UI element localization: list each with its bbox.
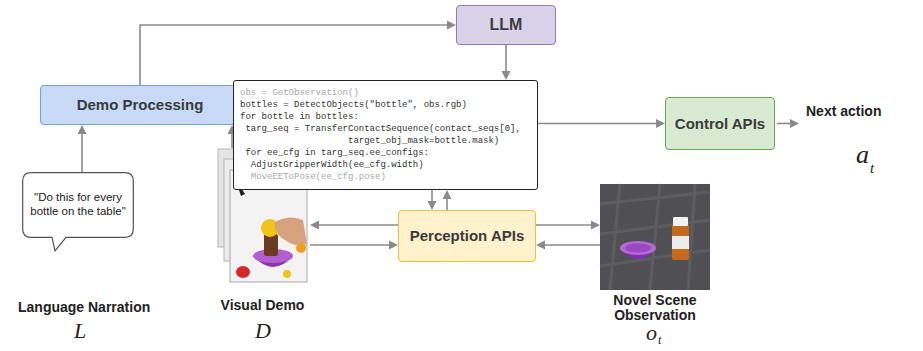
illustration-part (620, 241, 656, 255)
visual-demo-image: Visual Demo (215, 148, 310, 290)
connector-line (446, 198, 448, 210)
arrow-head (536, 241, 545, 250)
illustration-part (600, 184, 710, 290)
code-line: bottles = DetectObjects("bottle", obs.rg… (240, 99, 467, 111)
scene-image: Novel Scene Observation (600, 184, 710, 290)
arrow-head (443, 190, 452, 199)
code-line: obs = GetObservation() (240, 87, 359, 99)
connector-line (505, 45, 507, 72)
variable-symbol: D (255, 320, 271, 342)
arrow-head (591, 221, 600, 230)
box-title: Control APIs (675, 115, 765, 133)
code-box: obs = GetObservation()bottles = DetectOb… (233, 80, 538, 190)
arrow-head (790, 119, 799, 128)
connector-arrow (310, 221, 398, 230)
illustration-part (283, 270, 291, 278)
variable-subscript: t (658, 334, 661, 346)
process-box: Perception APIs (398, 210, 536, 262)
arrow-head (389, 241, 398, 250)
arrow-head (502, 71, 511, 80)
variable-symbol: o (646, 322, 657, 344)
illustration-part (236, 266, 250, 278)
variable-subscript: t (870, 161, 874, 176)
arrow-head (310, 221, 319, 230)
illustration-part (275, 217, 307, 245)
input-label: Language Narration (18, 300, 150, 314)
connector-arrow (140, 21, 456, 86)
novel-scene-photo (600, 184, 710, 290)
next-action-arrow (777, 119, 799, 128)
bubble-shape (23, 173, 134, 251)
speech-bubble: "Do this for every bottle on the table" (22, 172, 134, 238)
connector-arrow (538, 119, 665, 128)
code-line: for bottle in bottles: (240, 111, 359, 123)
arrow-line (777, 123, 791, 125)
illustration-part (264, 234, 278, 256)
connector-line (544, 244, 600, 246)
illustration-part (672, 224, 689, 260)
code-line: AdjustGripperWidth(ee_cfg.width) (240, 159, 424, 171)
arrow-head (447, 21, 456, 30)
connector-line (536, 224, 592, 226)
image-caption: Novel Scene Observation (595, 293, 715, 324)
variable-symbol: a (856, 142, 869, 168)
narration-text: "Do this for every bottle on the table" (30, 191, 126, 219)
connector-arrow (536, 241, 600, 250)
illustration-part (672, 236, 689, 249)
connector-line (310, 244, 390, 246)
llm-box: LLM (456, 5, 556, 45)
code-line: for ee_cfg in targ_seq.ee_configs: (240, 147, 429, 159)
variable-symbol: L (74, 320, 86, 342)
connector-line (538, 123, 657, 125)
box-title: Perception APIs (410, 227, 524, 245)
arrow-head (428, 201, 437, 210)
code-line: targ_seq = TransferContactSequence(conta… (240, 123, 521, 135)
box-title: Demo Processing (77, 96, 204, 114)
connector-line (140, 25, 448, 85)
code-line: MoveEEToPose(ee_cfg.pose) (240, 171, 386, 183)
process-box: Demo Processing (40, 85, 240, 125)
connector-line (81, 133, 83, 172)
connector-arrow (536, 221, 600, 230)
illustration-part (296, 243, 306, 253)
connector-arrow (443, 190, 452, 210)
box-title: LLM (490, 15, 523, 34)
illustration-part (673, 217, 688, 226)
connector-line (431, 190, 433, 202)
connector-arrow (310, 241, 398, 250)
illustration-part (600, 184, 710, 290)
process-box: Control APIs (665, 97, 775, 150)
arrow-head (78, 125, 87, 134)
image-caption: Visual Demo (203, 298, 323, 313)
connector-arrow (428, 190, 437, 210)
output-label: Next action (806, 104, 881, 118)
arrow-head (656, 119, 665, 128)
connector-arrow (502, 45, 511, 80)
connector-line (318, 224, 398, 226)
code-line: target_obj_mask=bottle.mask) (240, 135, 499, 147)
illustration-part (625, 244, 651, 253)
connector-arrow (78, 125, 87, 172)
